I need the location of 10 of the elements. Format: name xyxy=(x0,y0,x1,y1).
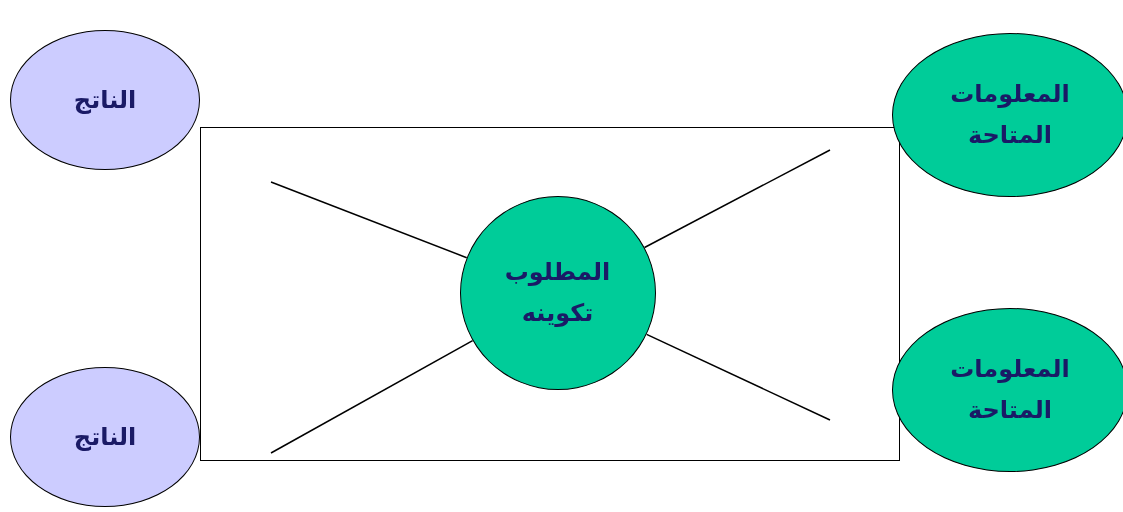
ellipse-node: المعلومات المتاحة xyxy=(892,33,1123,197)
ellipse-node: المعلومات المتاحة xyxy=(892,308,1123,472)
rectangle-frame xyxy=(200,127,900,461)
ellipse-node: المطلوب تكوينه xyxy=(459,195,656,390)
line xyxy=(645,333,831,421)
ellipse-node: الناتج xyxy=(10,30,200,170)
line xyxy=(643,149,831,249)
ellipse-node: الناتج xyxy=(10,367,200,507)
line xyxy=(270,339,474,454)
line xyxy=(270,181,468,259)
